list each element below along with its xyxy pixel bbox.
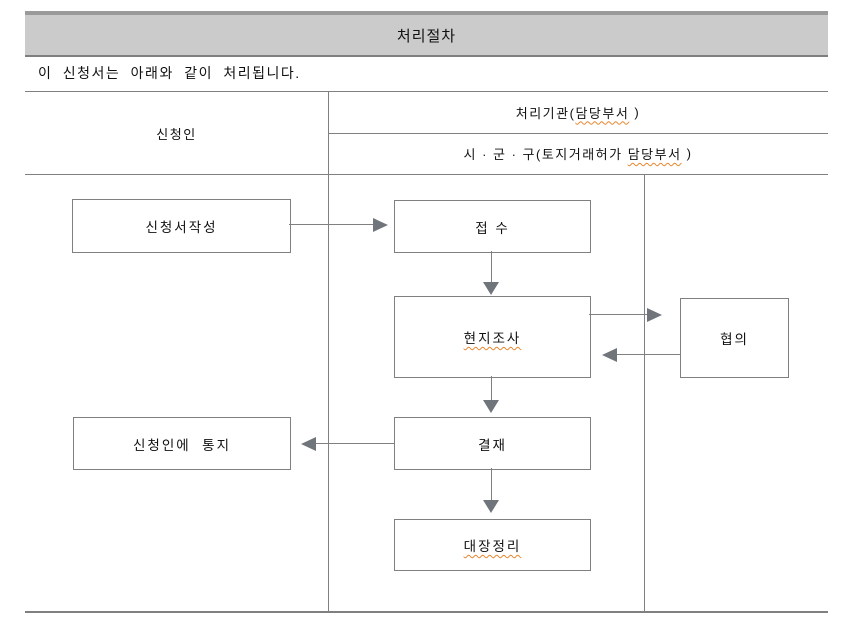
- applicant-column-divider: [328, 91, 329, 611]
- title-bar: 처리절차: [25, 11, 828, 57]
- arrow-left-icon: [602, 348, 617, 362]
- applicant-column-label: 신청인: [156, 126, 197, 142]
- write-application-label: 신청서작성: [145, 220, 218, 235]
- arrow-down-icon: [483, 400, 499, 413]
- flow-box-write-application: 신청서작성: [72, 199, 291, 253]
- arrow-line: [589, 314, 647, 315]
- flow-box-consult: 협의: [680, 298, 789, 378]
- field-survey-label: 현지조사: [463, 331, 522, 346]
- consult-label: 협의: [720, 332, 749, 347]
- header-bottom-line: [25, 174, 828, 175]
- agency-header-divider-line: [328, 133, 828, 134]
- agency-detail-prefix: 시 · 군 · 구(토지거래허가: [463, 147, 628, 162]
- applicant-column-header: 신청인: [25, 92, 328, 174]
- table-top-line: [25, 91, 828, 92]
- page-title: 처리절차: [396, 27, 457, 45]
- agency-detail-header: 시 · 군 · 구(토지거래허가 담당부서 ): [328, 133, 828, 174]
- arrow-line: [617, 354, 680, 355]
- receive-label: 접 수: [475, 220, 510, 236]
- flow-box-ledger-update: 대장정리: [394, 519, 591, 571]
- notify-applicant-label: 신청인에 통지: [132, 437, 232, 453]
- agency-label-prefix: 처리기관(: [515, 105, 576, 121]
- agency-detail-suffix: ): [681, 146, 693, 161]
- arrow-down-icon: [483, 500, 499, 513]
- table-bottom-line: [25, 611, 828, 613]
- arrow-right-icon: [647, 308, 662, 322]
- flow-box-field-survey: 현지조사: [394, 296, 591, 378]
- agency-detail-spellchecked: 담당부서: [627, 147, 682, 162]
- arrow-line: [491, 468, 492, 500]
- arrow-left-icon: [301, 437, 316, 451]
- agency-label-spellchecked: 담당부서: [575, 105, 630, 121]
- flow-box-approve: 결재: [394, 417, 591, 470]
- intro-text: 이 신청서는 아래와 같이 처리됩니다.: [38, 65, 301, 81]
- agency-label-suffix: ): [629, 104, 641, 120]
- ledger-update-label: 대장정리: [463, 539, 522, 554]
- arrow-line: [491, 251, 492, 282]
- flow-box-notify-applicant: 신청인에 통지: [73, 417, 291, 470]
- arrow-line: [289, 224, 373, 225]
- approve-label: 결재: [478, 437, 507, 453]
- flow-box-receive: 접 수: [394, 200, 591, 253]
- arrow-line: [491, 376, 492, 400]
- arrow-down-icon: [483, 282, 499, 295]
- arrow-line: [316, 443, 394, 444]
- agency-column-header: 처리기관(담당부서 ): [328, 91, 828, 133]
- agency-column-divider: [644, 174, 645, 611]
- arrow-right-icon: [373, 218, 388, 232]
